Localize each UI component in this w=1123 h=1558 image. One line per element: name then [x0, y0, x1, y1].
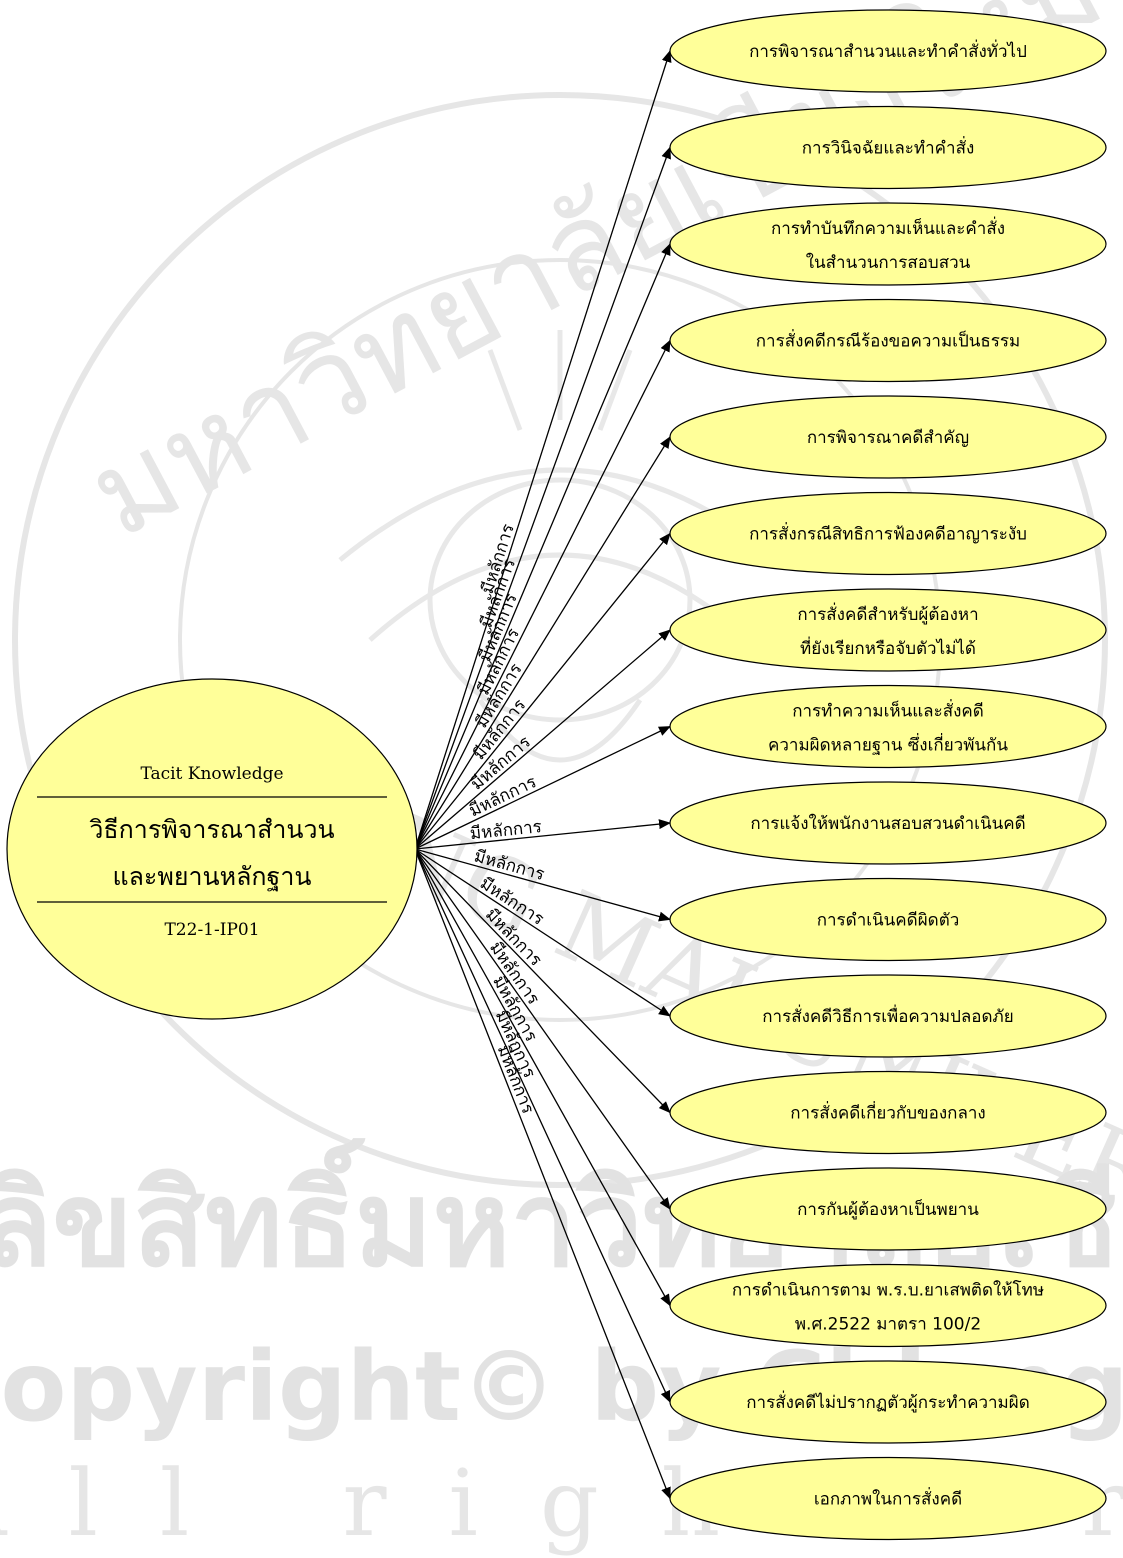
target-node-shape-1 [669, 9, 1107, 93]
edge-arrow-3 [414, 243, 671, 850]
edges-group: มีหลักการมีหลักการมีหลักการมีหลักการมีหล… [414, 50, 672, 1500]
edge-arrow-12 [414, 848, 671, 1114]
target-node-label-14-1: การดำเนินการตาม พ.ร.บ.ยาเสพติดให้โทษ [732, 1280, 1044, 1301]
edge-arrow-10 [414, 848, 671, 922]
target-node-5[interactable]: การพิจารณาคดีสำคัญ [669, 395, 1107, 479]
edge-arrow-11 [414, 848, 671, 1017]
target-node-7[interactable]: การสั่งคดีสำหรับผู้ต้องหาที่ยังเรียกหรือ… [669, 588, 1107, 672]
target-node-label-4-1: การสั่งคดีกรณีร้องขอความเป็นธรรม [756, 329, 1020, 352]
target-node-label-3-1: การทำบันทึกความเห็นและคำสั่ง [771, 216, 1005, 239]
central-node-code: T22-1-IP01 [164, 920, 259, 940]
target-node-shape-12 [669, 1070, 1107, 1155]
target-node-label-13-1: การกันผู้ต้องหาเป็นพยาน [797, 1198, 979, 1220]
target-node-label-15-1: การสั่งคดีไม่ปรากฏตัวผู้กระทำความผิด [746, 1390, 1030, 1413]
central-node-title-line1: วิธีการพิจารณาสำนวน [89, 815, 334, 844]
target-node-label-5-1: การพิจารณาคดีสำคัญ [807, 428, 969, 448]
target-node-shape-2 [669, 105, 1107, 190]
target-node-shape-9 [669, 781, 1107, 865]
target-node-shape-16 [669, 1456, 1107, 1541]
edge-arrow-1 [414, 50, 672, 850]
target-node-shape-8 [669, 684, 1107, 769]
central-node-title-line2: และพยานหลักฐาน [113, 862, 312, 891]
edge-arrow-6 [414, 532, 671, 850]
target-node-12[interactable]: การสั่งคดีเกี่ยวกับของกลาง [669, 1070, 1107, 1155]
target-node-11[interactable]: การสั่งคดีวิธีการเพื่อความปลอดภัย [669, 974, 1107, 1058]
target-node-15[interactable]: การสั่งคดีไม่ปรากฏตัวผู้กระทำความผิด [669, 1360, 1107, 1444]
central-node-type-label: Tacit Knowledge [140, 764, 283, 784]
target-node-shape-13 [669, 1167, 1107, 1251]
central-node[interactable]: Tacit Knowledge วิธีการพิจารณาสำนวน และพ… [6, 678, 418, 1020]
target-node-6[interactable]: การสั่งกรณีสิทธิการฟ้องคดีอาญาระงับ [669, 491, 1107, 576]
target-node-3[interactable]: การทำบันทึกความเห็นและคำสั่งในสำนวนการสอ… [669, 202, 1107, 286]
target-node-label-12-1: การสั่งคดีเกี่ยวกับของกลาง [790, 1101, 985, 1124]
target-node-14[interactable]: การดำเนินการตาม พ.ร.บ.ยาเสพติดให้โทษพ.ศ.… [669, 1263, 1107, 1348]
target-node-1[interactable]: การพิจารณาสำนวนและทำคำสั่งทั่วไป [669, 9, 1107, 93]
edge-arrow-5 [414, 436, 671, 850]
target-node-4[interactable]: การสั่งคดีกรณีร้องขอความเป็นธรรม [669, 298, 1107, 383]
edge-arrow-8 [414, 725, 671, 850]
target-node-label-14-2: พ.ศ.2522 มาตรา 100/2 [795, 1315, 981, 1335]
target-node-16[interactable]: เอกภาพในการสั่งคดี [669, 1456, 1107, 1541]
central-node-shape [6, 678, 418, 1020]
target-node-8[interactable]: การทำความเห็นและสั่งคดีความผิดหลายฐาน ซึ… [669, 684, 1107, 769]
target-node-shape-7 [669, 588, 1107, 672]
target-node-shape-11 [669, 974, 1107, 1058]
watermark-seal-outer-ring [12, 92, 1108, 1188]
target-node-label-7-1: การสั่งคดีสำหรับผู้ต้องหา [797, 602, 978, 625]
target-node-label-7-2: ที่ยังเรียกหรือจับตัวไม่ได้ [800, 636, 976, 659]
edge-arrow-9 [414, 819, 671, 850]
edge-arrow-7 [414, 629, 671, 850]
target-node-shape-6 [669, 491, 1107, 576]
target-node-label-1-1: การพิจารณาสำนวนและทำคำสั่งทั่วไป [749, 39, 1027, 62]
target-node-label-9-1: การแจ้งให้พนักงานสอบสวนดำเนินคดี [750, 813, 1025, 834]
target-node-label-6-1: การสั่งกรณีสิทธิการฟ้องคดีอาญาระงับ [749, 522, 1027, 545]
edge-label-9: มีหลักการ [469, 817, 543, 844]
target-node-shape-14 [669, 1263, 1107, 1348]
edge-arrow-16 [414, 848, 671, 1500]
target-node-shape-5 [669, 395, 1107, 479]
edge-arrow-4 [414, 339, 671, 850]
edge-arrow-2 [414, 146, 671, 850]
edge-arrow-13 [414, 848, 671, 1210]
target-node-label-3-2: ในสำนวนการสอบสวน [806, 252, 971, 273]
edge-arrow-14 [414, 848, 671, 1307]
target-node-label-10-1: การดำเนินคดีผิดตัว [817, 911, 960, 931]
targets-group: การพิจารณาสำนวนและทำคำสั่งทั่วไปการวินิจ… [669, 9, 1107, 1541]
target-node-label-8-1: การทำความเห็นและสั่งคดี [792, 699, 984, 722]
target-node-label-8-2: ความผิดหลายฐาน ซึ่งเกี่ยวพันกัน [768, 733, 1008, 756]
target-node-10[interactable]: การดำเนินคดีผิดตัว [669, 877, 1107, 962]
target-node-shape-10 [669, 877, 1107, 962]
target-node-label-11-1: การสั่งคดีวิธีการเพื่อความปลอดภัย [762, 1004, 1013, 1027]
target-node-label-2-1: การวินิจฉัยและทำคำสั่ง [802, 136, 975, 159]
edge-arrow-15 [414, 848, 671, 1403]
target-node-shape-15 [669, 1360, 1107, 1444]
target-node-13[interactable]: การกันผู้ต้องหาเป็นพยาน [669, 1167, 1107, 1251]
target-node-2[interactable]: การวินิจฉัยและทำคำสั่ง [669, 105, 1107, 190]
target-node-shape-4 [669, 298, 1107, 383]
target-node-label-16-1: เอกภาพในการสั่งคดี [814, 1487, 962, 1510]
target-node-9[interactable]: การแจ้งให้พนักงานสอบสวนดำเนินคดี [669, 781, 1107, 865]
target-node-shape-3 [669, 202, 1107, 286]
